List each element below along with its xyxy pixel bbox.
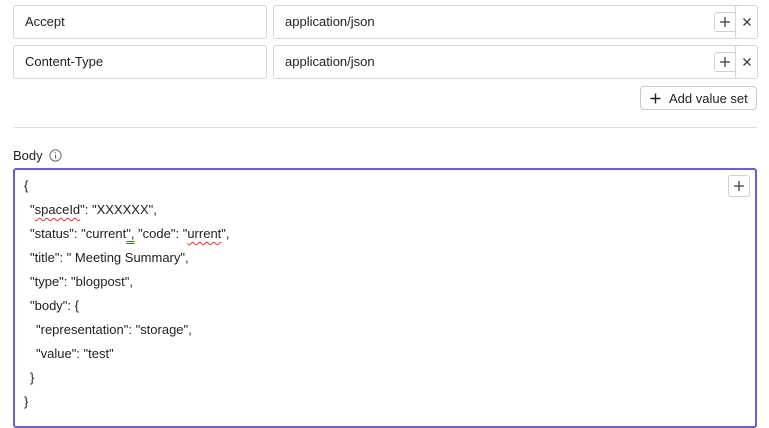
add-value-set-button[interactable]: Add value set	[640, 86, 757, 110]
plus-icon	[720, 57, 730, 67]
section-divider	[13, 127, 757, 128]
close-icon	[742, 58, 751, 66]
header-value-text: application/json	[285, 54, 375, 69]
code-line: "spaceId": "XXXXXX",	[30, 202, 157, 218]
code-token: "	[30, 202, 35, 217]
code-token: "status": "current	[30, 226, 127, 241]
remove-header-button[interactable]	[735, 5, 758, 39]
body-label-text: Body	[13, 148, 43, 163]
code-token: ",	[221, 226, 230, 241]
code-line: "type": "blogpost",	[30, 274, 134, 289]
close-icon	[742, 18, 751, 26]
header-value-input[interactable]: application/json	[273, 5, 742, 39]
insert-data-button[interactable]	[714, 52, 736, 72]
body-editor[interactable]: { "spaceId": "XXXXXX", "status": "curren…	[13, 168, 757, 428]
header-key-input[interactable]: Content-Type	[13, 45, 267, 79]
plus-icon	[734, 181, 744, 191]
header-value-text: application/json	[285, 14, 375, 29]
header-key-input[interactable]: Accept	[13, 5, 267, 39]
code-line: "representation": "storage",	[36, 322, 192, 337]
plus-icon	[720, 17, 730, 27]
code-line: "body": {	[30, 298, 79, 313]
add-value-set-label: Add value set	[669, 90, 748, 106]
code-line: {	[24, 178, 29, 193]
insert-data-button[interactable]	[728, 175, 750, 197]
spelling-error-token: spaceId	[34, 202, 81, 217]
info-icon[interactable]	[49, 149, 62, 162]
header-value-input[interactable]: application/json	[273, 45, 742, 79]
remove-header-button[interactable]	[735, 45, 758, 79]
plus-icon	[650, 93, 661, 103]
body-field-label: Body	[13, 148, 62, 163]
insert-data-button[interactable]	[714, 12, 736, 32]
code-line: }	[24, 394, 29, 409]
code-token: "code": "	[134, 226, 188, 241]
code-token: ": "XXXXXX",	[80, 202, 157, 217]
code-line: "value": "test"	[36, 346, 114, 361]
spelling-error-token: urrent	[187, 226, 222, 241]
code-line: }	[30, 370, 35, 385]
code-line: "title": " Meeting Summary",	[30, 250, 189, 265]
selection-marker-token: ",	[126, 226, 135, 241]
code-line: "status": "current", "code": "urrent",	[30, 226, 230, 242]
